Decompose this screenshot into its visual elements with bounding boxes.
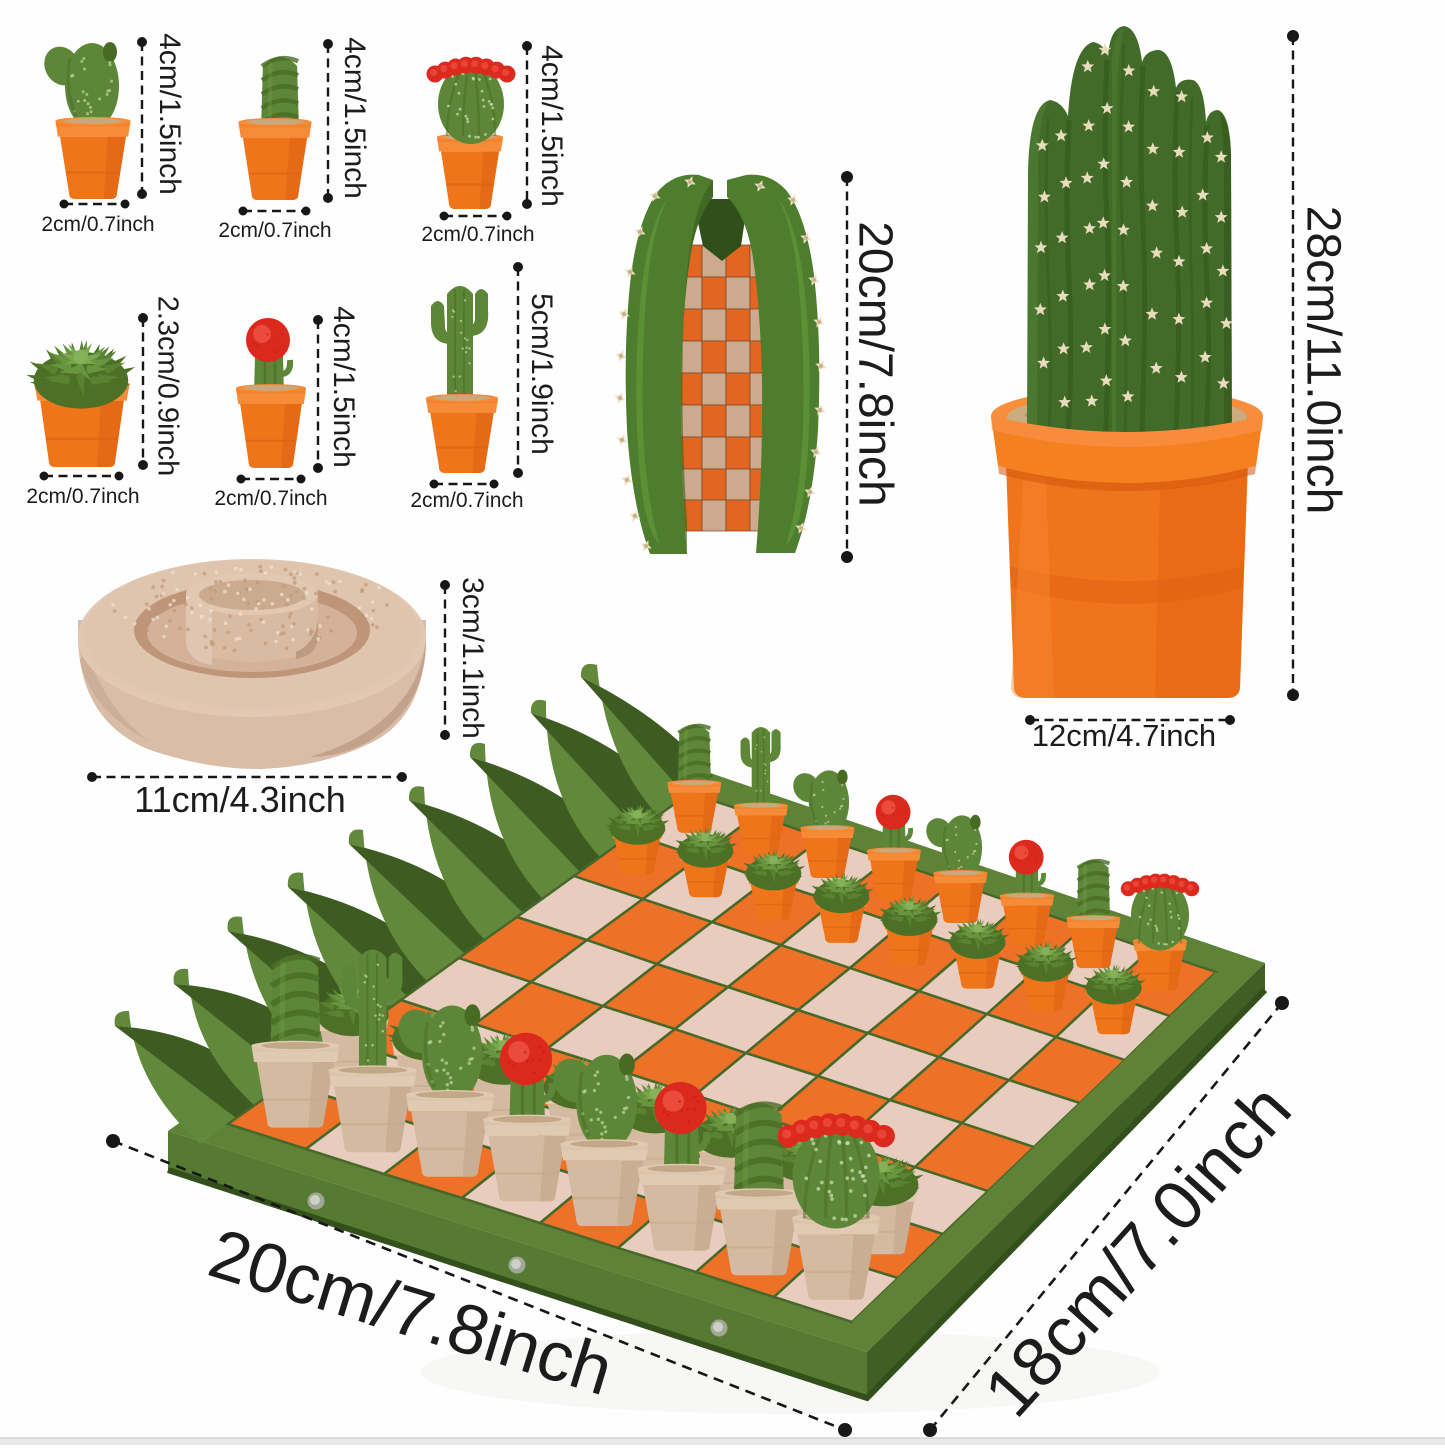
svg-text:28cm/11.0inch: 28cm/11.0inch bbox=[1297, 206, 1350, 515]
svg-text:2.3cm/0.9inch: 2.3cm/0.9inch bbox=[152, 296, 184, 477]
svg-text:2cm/0.7inch: 2cm/0.7inch bbox=[218, 219, 331, 242]
svg-text:20cm/7.8inch: 20cm/7.8inch bbox=[849, 221, 902, 507]
svg-text:4cm/1.5inch: 4cm/1.5inch bbox=[153, 33, 186, 195]
svg-text:3cm/1.1inch: 3cm/1.1inch bbox=[456, 577, 489, 739]
svg-text:2cm/0.7inch: 2cm/0.7inch bbox=[410, 489, 523, 512]
svg-text:5cm/1.9inch: 5cm/1.9inch bbox=[525, 293, 558, 455]
svg-text:2cm/0.7inch: 2cm/0.7inch bbox=[41, 213, 154, 236]
svg-text:4cm/1.5inch: 4cm/1.5inch bbox=[327, 306, 360, 468]
svg-text:2cm/0.7inch: 2cm/0.7inch bbox=[26, 485, 139, 508]
svg-text:4cm/1.5inch: 4cm/1.5inch bbox=[535, 45, 568, 207]
svg-text:4cm/1.5inch: 4cm/1.5inch bbox=[338, 37, 371, 199]
svg-text:12cm/4.7inch: 12cm/4.7inch bbox=[1032, 718, 1216, 753]
svg-text:2cm/0.7inch: 2cm/0.7inch bbox=[421, 223, 534, 246]
svg-text:11cm/4.3inch: 11cm/4.3inch bbox=[134, 779, 345, 820]
svg-text:2cm/0.7inch: 2cm/0.7inch bbox=[214, 487, 327, 510]
